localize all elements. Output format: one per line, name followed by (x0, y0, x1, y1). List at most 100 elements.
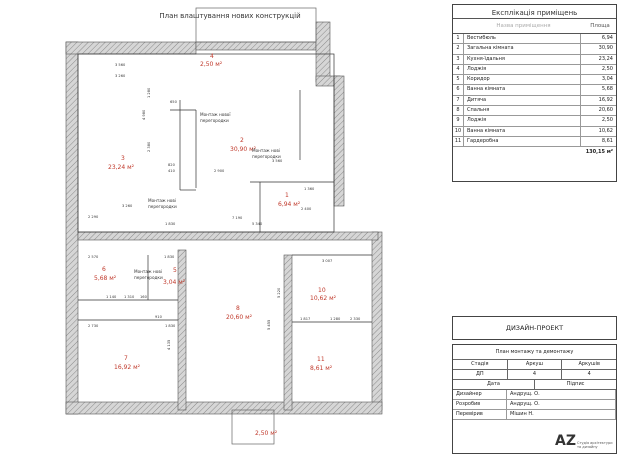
svg-text:2 380: 2 380 (147, 141, 151, 152)
row-name: Лоджія (464, 116, 581, 126)
room-area: 20,60 м² (226, 314, 253, 321)
row-area: 5,68 (601, 86, 613, 93)
row-num: 3 (453, 54, 464, 64)
svg-text:Монтаж нові: Монтаж нові (134, 269, 162, 274)
explication-row: 10 Ванна кімната 10,62 (453, 126, 616, 137)
title-block-roles: Дизайнер Андрущ. О.Розробив Андрущ. О.Пе… (453, 390, 616, 420)
svg-text:2 730: 2 730 (88, 324, 99, 328)
room-num: 7 (124, 355, 128, 362)
wall-top-left (65, 41, 197, 55)
row-num: 10 (453, 126, 464, 136)
svg-text:Монтаж нової: Монтаж нової (200, 112, 231, 117)
row-name: Спальня (464, 106, 581, 116)
room-num: 6 (102, 266, 106, 273)
svg-text:4 980: 4 980 (142, 109, 146, 120)
svg-text:2 400: 2 400 (301, 207, 312, 211)
room-area: 23,24 м² (108, 164, 135, 171)
row-area: 20,60 (598, 107, 613, 114)
explication-row: 5 Коридор 3,04 (453, 75, 616, 86)
row-area: 6,94 (601, 35, 613, 41)
role-row: Перевірив Мішин Н. (453, 410, 616, 420)
room-area: 10,62 м² (310, 295, 337, 302)
row-num: 6 (453, 85, 464, 95)
svg-text:820: 820 (168, 163, 176, 167)
room-area: 3,04 м² (163, 279, 186, 286)
explication-row: 1 Вестибюль 6,94 (453, 34, 616, 45)
room-num: 5 (173, 267, 177, 274)
walls (65, 21, 383, 415)
room-labels: 4 2,50 м² 2 30,90 м² 3 23,24 м² 1 6,94 м… (94, 53, 337, 437)
explication-total: 130,15 м² (585, 149, 613, 156)
wall-mid (77, 231, 379, 241)
row-area: 10,62 (598, 127, 613, 134)
svg-text:3 007: 3 007 (322, 259, 332, 263)
svg-text:3 560: 3 560 (115, 63, 126, 67)
room-area: 2,50 м² (255, 430, 278, 437)
role-person: Мішин Н. (507, 410, 616, 419)
svg-text:410: 410 (168, 169, 176, 173)
explication-row: 2 Загальна кімната 30,90 (453, 44, 616, 55)
row-name: Дитяча (464, 95, 581, 106)
svg-text:1 830: 1 830 (165, 222, 176, 226)
room-num: 11 (317, 356, 325, 363)
wall-inner-1 (177, 249, 187, 411)
row-area: 3,04 (601, 76, 613, 83)
row-num: 5 (453, 75, 464, 85)
room-area: 6,94 м² (278, 201, 301, 208)
room-area: 5,68 м² (94, 275, 117, 282)
sheet-title: План влаштування нових конструкцій (159, 12, 301, 20)
partitions (77, 7, 372, 445)
role-title: Дизайнер (453, 390, 507, 399)
room-num: 8 (236, 305, 240, 312)
role-row: Розробив Андрущ. О. (453, 400, 616, 410)
room-area: 30,90 м² (230, 146, 257, 153)
notes: Монтаж нової перегородки Монтаж нові пер… (134, 112, 281, 280)
role-title: Перевірив (453, 410, 507, 419)
row-name: Гардеробна (464, 136, 581, 147)
room-area: 2,50 м² (200, 61, 223, 68)
explication-title: Експлікація приміщень (491, 9, 578, 17)
row-name: Кухня-їдальня (464, 54, 581, 64)
explication-header: Назва приміщення Площа (453, 18, 616, 34)
svg-text:1 140: 1 140 (106, 295, 117, 299)
row-num: 1 (453, 34, 464, 44)
svg-text:7 190: 7 190 (232, 216, 243, 220)
svg-text:2 900: 2 900 (214, 169, 225, 173)
wall-left (65, 41, 79, 415)
row-name: Лоджія (464, 64, 581, 75)
wall-top-right (315, 21, 331, 83)
svg-text:2 290: 2 290 (88, 215, 99, 219)
room-num: 1 (285, 192, 289, 199)
room-area: 16,92 м² (114, 364, 141, 371)
svg-text:5 220: 5 220 (277, 287, 281, 298)
row-num: 7 (453, 95, 464, 106)
row-area: 30,90 (598, 45, 613, 52)
svg-text:3 560: 3 560 (272, 159, 283, 163)
explication-table: Експлікація приміщень Назва приміщення П… (452, 4, 617, 182)
row-name: Вестибюль (464, 34, 581, 44)
room-num: 4 (210, 53, 214, 60)
explication-row: 9 Лоджія 2,50 (453, 116, 616, 127)
wall-bottom (65, 401, 383, 415)
wall-inner-2 (283, 254, 293, 411)
explication-row: 7 Дитяча 16,92 (453, 95, 616, 107)
svg-text:перегородки: перегородки (134, 275, 163, 280)
row-num: 8 (453, 106, 464, 116)
svg-text:5 340: 5 340 (252, 222, 263, 226)
svg-text:650: 650 (170, 100, 178, 104)
svg-text:1 830: 1 830 (164, 255, 175, 259)
room-num: 3 (121, 155, 125, 162)
floor-plan: 4 2,50 м² 2 30,90 м² 3 23,24 м² 1 6,94 м… (65, 7, 383, 445)
row-name: Ванна кімната (464, 85, 581, 95)
svg-text:1 360: 1 360 (304, 187, 315, 191)
row-num: 2 (453, 44, 464, 54)
svg-text:1 830: 1 830 (165, 324, 176, 328)
svg-text:перегородки: перегородки (148, 204, 177, 209)
row-area: 8,61 (601, 137, 613, 144)
svg-text:1 817: 1 817 (300, 317, 310, 321)
room-num: 10 (318, 287, 326, 294)
